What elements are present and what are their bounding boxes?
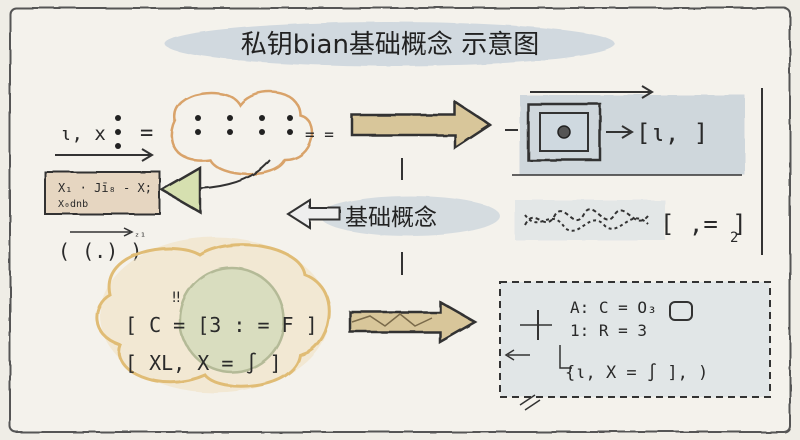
center-label: 基础概念 — [345, 205, 437, 231]
bottom-left-line2: [ XL, X = ∫ ] — [125, 351, 282, 375]
right-bottom-small-box — [669, 301, 693, 321]
right-bottom-hatch — [519, 394, 541, 411]
title-cloud — [165, 22, 615, 66]
right-top-arrow-head — [641, 85, 654, 99]
center-back-arrow — [286, 198, 341, 230]
top-left-equals: = — [140, 121, 153, 146]
top-left-lhs: ι, x — [60, 123, 106, 145]
right-bottom-left-arrow-head — [504, 349, 515, 361]
bottom-left-line1: [ C = [3 : = F ] — [125, 313, 318, 337]
formula-card-line2: X₀dnb — [58, 199, 88, 210]
right-bottom-line3: {ι, X = ∫ ], ) — [565, 363, 708, 383]
magnifier-lens — [178, 266, 286, 374]
right-mid-bracket: [ ,= ] — [660, 210, 747, 238]
right-bottom-wash — [500, 282, 770, 397]
card-pointer-arrow — [159, 165, 202, 215]
paren-note-text: ( (.) ) — [58, 239, 142, 263]
right-mid-subscript: 2 — [730, 230, 738, 246]
formula-card — [44, 171, 161, 215]
paren-arrow-head — [123, 227, 134, 237]
bottom-arrow-zigzag — [351, 313, 433, 327]
paren-note-superscript: ᶻ¹ — [134, 232, 146, 243]
dots-cloud — [170, 90, 314, 176]
chip-core-icon — [557, 125, 571, 139]
lhs-arrow-head — [141, 148, 154, 162]
right-top-bracket: [ι, ] — [636, 119, 708, 147]
right-bottom-connector — [559, 345, 572, 369]
right-bottom-line2: 1: R = 3 — [570, 321, 647, 340]
diagram-title: 私钥bian基础概念 示意图 — [241, 30, 539, 60]
chip-out-arrow-head — [621, 125, 634, 139]
squiggle-chain — [524, 208, 649, 226]
chip-outer — [526, 102, 602, 162]
squiggle-chain-2 — [524, 214, 649, 232]
lens-cloud-outline — [95, 243, 331, 389]
top-flow-arrow — [350, 99, 493, 151]
top-left-equals-2: = = — [305, 125, 334, 144]
right-bottom-dashed-box — [499, 281, 771, 398]
bottom-flow-arrow — [348, 299, 478, 345]
dots-matrix — [195, 115, 293, 135]
center-label-wash — [320, 196, 500, 236]
formula-card-line1: X₁ · Jī₈ - X; — [58, 181, 152, 195]
right-bottom-line1: A: C = O₃ — [570, 298, 657, 317]
vertical-dots-symbol — [115, 115, 121, 149]
lens-mark: ‼ — [172, 290, 180, 306]
